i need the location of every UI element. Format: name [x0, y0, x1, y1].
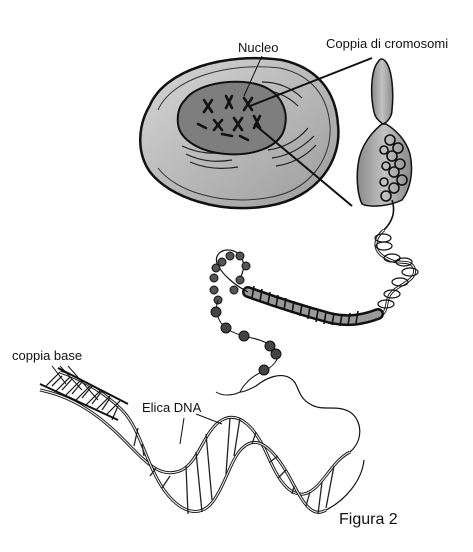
dna-helix-tail [239, 374, 361, 453]
nucleus [176, 80, 287, 156]
nucleus-label-pointer [243, 55, 263, 97]
chromatin-fibre-1 [383, 199, 395, 231]
zoom-line-bottom [253, 123, 353, 207]
dna-helix-label-pointer-2 [195, 413, 223, 425]
chromosome-pair-label: Coppia di cromosomi [326, 36, 448, 51]
dna-helix-tail-b [325, 459, 365, 511]
base-pair-label-pointers [51, 365, 99, 401]
nucleus-chromosomes [196, 94, 262, 142]
chromosome [356, 58, 413, 231]
supercoiled-fibre [374, 228, 419, 318]
dna-strand-a-fill [39, 389, 351, 495]
dna-strand-b-fill [59, 371, 327, 513]
nucleosome-loop [209, 249, 251, 305]
figure-caption: Figura 2 [339, 511, 398, 528]
chromatin-coils [379, 134, 408, 202]
solenoid-fibre [242, 285, 384, 327]
base-pair-label: coppia base [12, 348, 82, 363]
dna-double-helix [39, 370, 365, 515]
beads-on-string [210, 299, 282, 396]
chromosome-lower-arm [356, 123, 413, 207]
dna-helix-label-pointer [179, 417, 185, 445]
dna-helix-label: Elica DNA [142, 400, 202, 415]
cell [139, 56, 340, 210]
zoom-line-top [249, 57, 373, 107]
nucleus-label: Nucleo [238, 40, 278, 55]
cell-inner-edge [157, 66, 331, 201]
base-pair-rungs [51, 375, 335, 515]
chromosome-upper-arm [370, 58, 394, 125]
